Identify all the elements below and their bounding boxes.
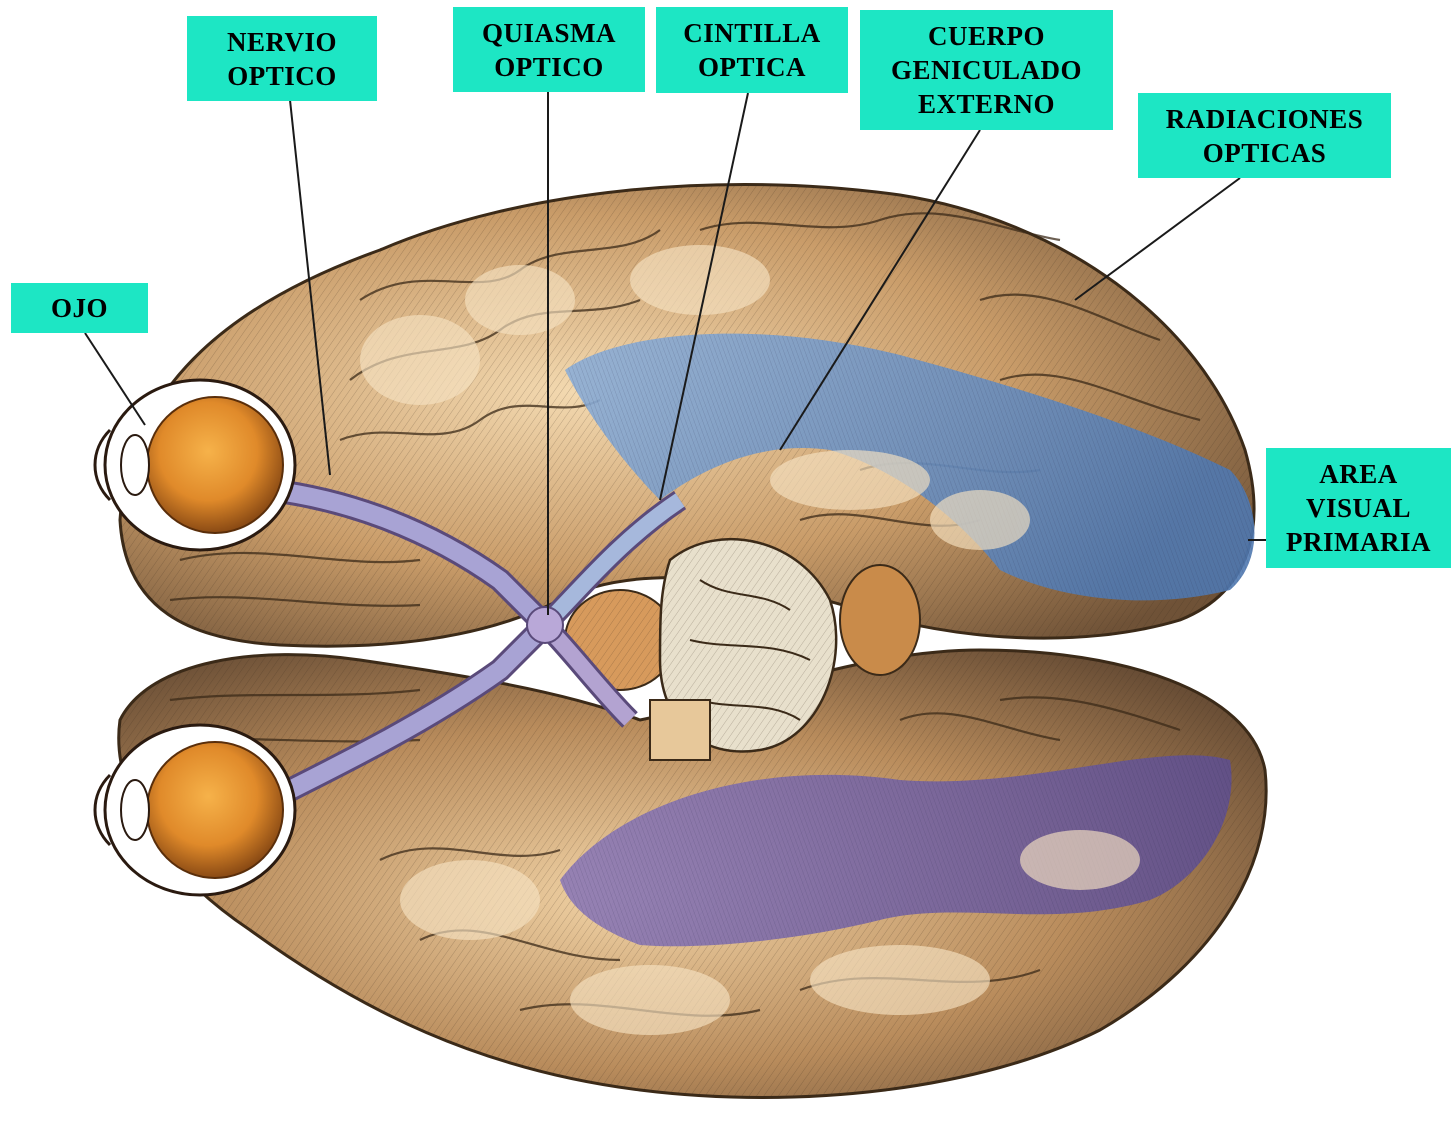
- label-ojo: OJO: [11, 283, 148, 333]
- label-nervio-optico: NERVIO OPTICO: [187, 16, 377, 101]
- label-cintilla-optica: CINTILLA OPTICA: [656, 7, 848, 93]
- label-radiaciones-opticas: RADIACIONES OPTICAS: [1138, 93, 1391, 178]
- leader-line-ojo: [85, 333, 145, 425]
- label-quiasma-optico: QUIASMA OPTICO: [453, 7, 645, 92]
- label-cuerpo-geniculado-externo: CUERPO GENICULADO EXTERNO: [860, 10, 1113, 130]
- leader-line-radiaciones-opticas: [1075, 178, 1240, 300]
- label-area-visual-primaria: AREA VISUAL PRIMARIA: [1266, 448, 1451, 568]
